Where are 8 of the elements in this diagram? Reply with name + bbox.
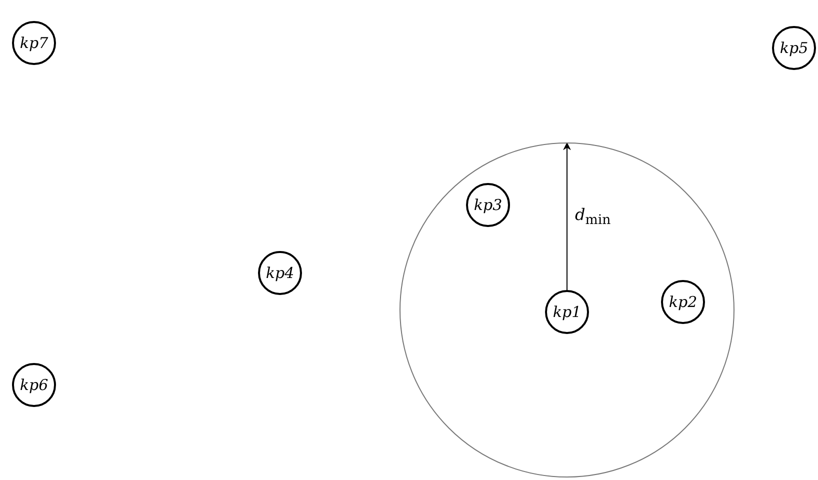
keypoint-circle: kp7 xyxy=(12,21,56,65)
arrow xyxy=(563,142,571,290)
keypoint-circle: kp4 xyxy=(258,251,302,295)
keypoint-circle: kp5 xyxy=(772,26,816,70)
keypoint-circle: kp3 xyxy=(466,183,510,227)
keypoint-circle: kp1 xyxy=(545,290,589,334)
keypoint-circle: kp6 xyxy=(12,363,56,407)
keypoint-circle: kp2 xyxy=(661,280,705,324)
